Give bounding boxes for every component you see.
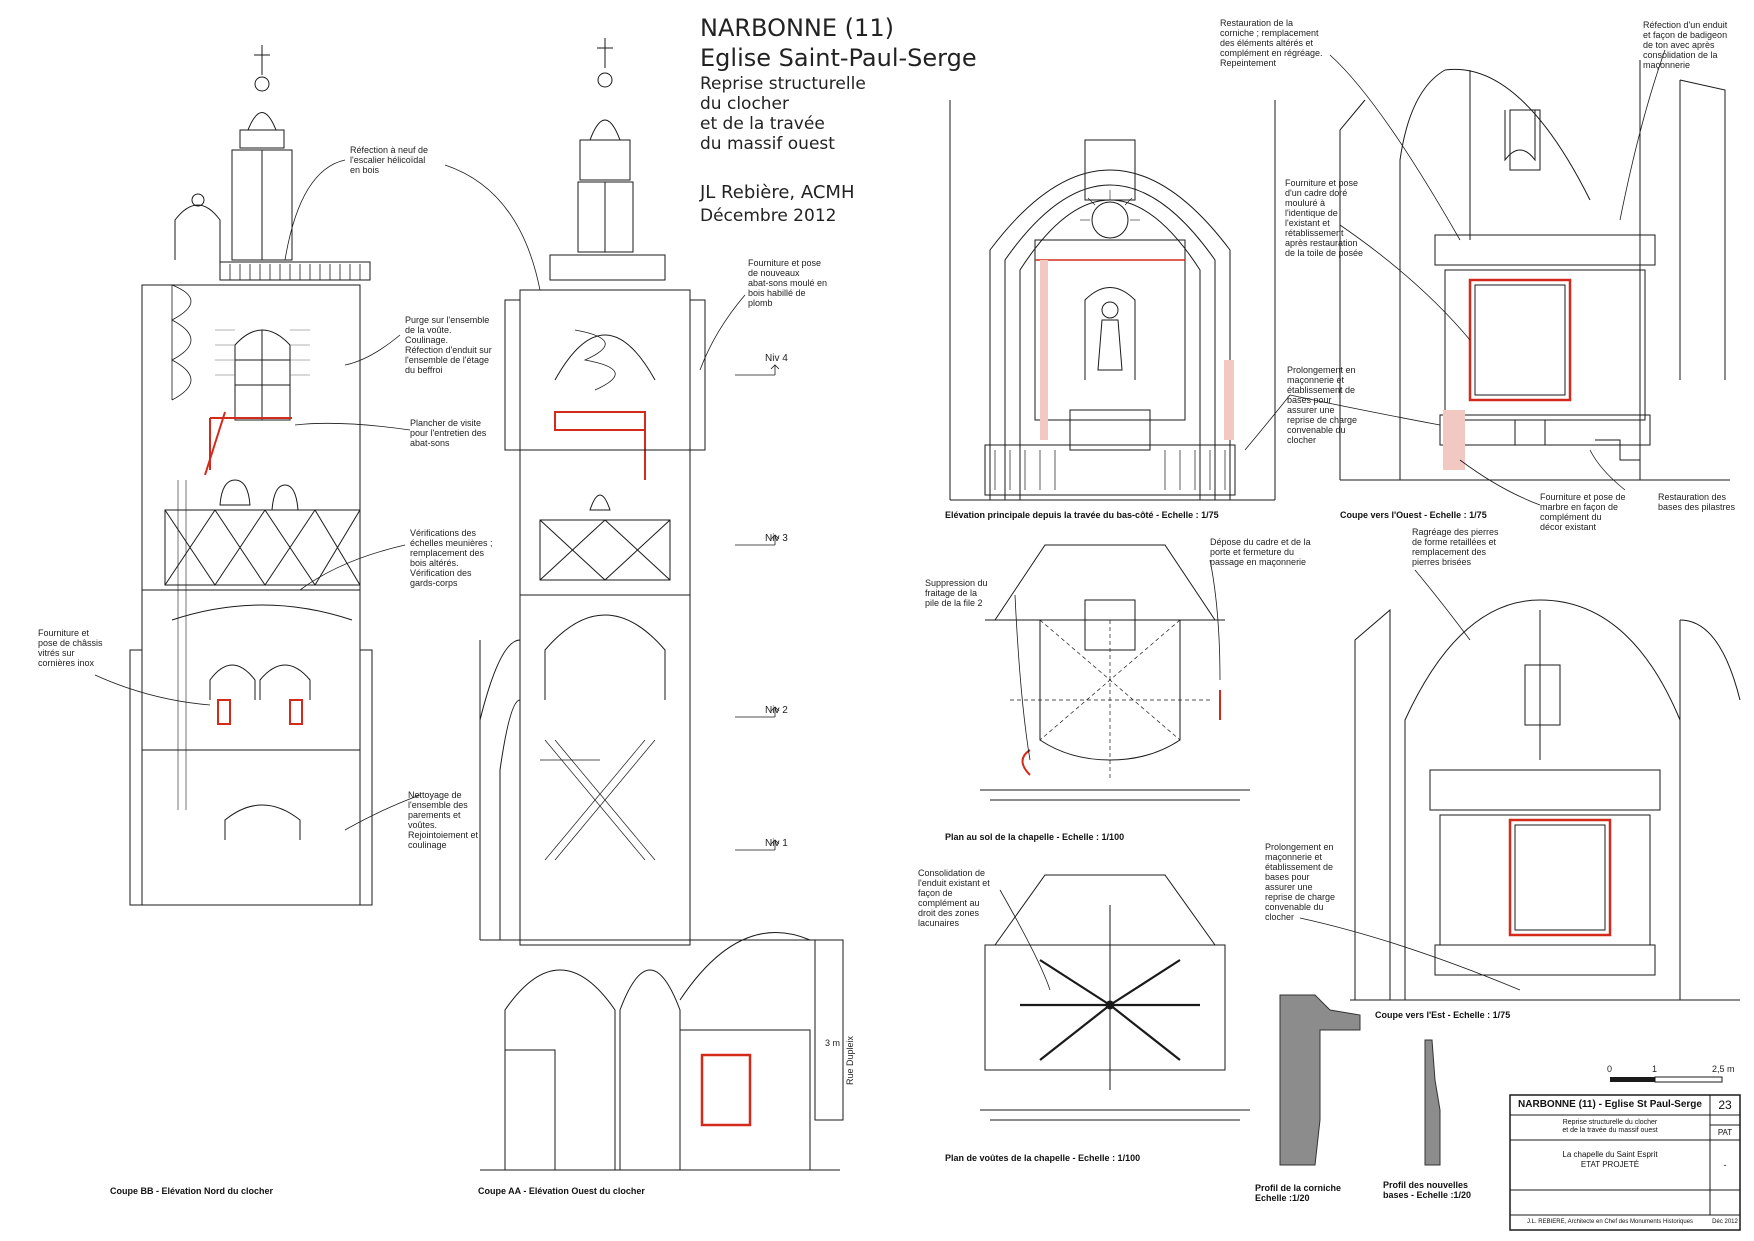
title-block-sheet-number: 23 bbox=[1718, 1098, 1732, 1112]
caption-coupe-aa: Coupe AA - Elévation Ouest du clocher bbox=[478, 1186, 645, 1196]
note-restauration-bases: Restauration des bases des pilastres bbox=[1658, 492, 1736, 512]
caption-elevation-principale: Elévation principale depuis la travée du… bbox=[945, 510, 1219, 520]
level-label-3: Niv 3 bbox=[765, 533, 788, 544]
level-label-1: Niv 1 bbox=[765, 838, 788, 849]
note-enduit-badigeon: Réfection d'un enduit et façon de badige… bbox=[1643, 20, 1728, 70]
note-plancher: Plancher de visite pour l'entretien des … bbox=[410, 418, 487, 448]
street-label: Rue Dupleix bbox=[845, 1035, 855, 1085]
dimension-3m: 3 m bbox=[825, 1038, 841, 1048]
note-escalier: Réfection à neuf de l'escalier hélicoïda… bbox=[350, 145, 429, 175]
base-profile bbox=[1424, 1039, 1441, 1166]
title-block-architect: J.L. REBIERE, Architecte en Chef des Mon… bbox=[1526, 1219, 1694, 1225]
caption-plan-sol: Plan au sol de la chapelle - Echelle : 1… bbox=[945, 832, 1125, 842]
level-label-4: Niv 4 bbox=[765, 353, 788, 364]
note-abat-sons: Fourniture et pose de nouveaux abat-sons… bbox=[748, 258, 828, 308]
note-consolidation: Consolidation de l'enduit existant et fa… bbox=[918, 868, 990, 928]
note-verifications: Vérifications des échelles meunières ; r… bbox=[410, 528, 493, 588]
caption-coupe-ouest: Coupe vers l'Ouest - Echelle : 1/75 bbox=[1340, 510, 1487, 520]
scale-bar bbox=[1610, 1076, 1723, 1083]
note-prolongement-est: Prolongement en maçonnerie et établissem… bbox=[1265, 842, 1336, 922]
drawing-author: JL Rebière, ACMH bbox=[700, 182, 855, 203]
cornice-profile bbox=[1279, 994, 1361, 1166]
caption-plan-voutes: Plan de voûtes de la chapelle - Echelle … bbox=[945, 1153, 1141, 1163]
scale-label-1: 1 bbox=[1652, 1064, 1658, 1074]
title-block-scale-mark: - bbox=[1723, 1160, 1727, 1170]
scale-label-2-5m: 2,5 m bbox=[1712, 1064, 1735, 1074]
note-purge: Purge sur l'ensemble de la voûte. Coulin… bbox=[405, 315, 492, 375]
note-nettoyage: Nettoyage de l'ensemble des parements et… bbox=[408, 790, 479, 850]
caption-coupe-bb: Coupe BB - Elévation Nord du clocher bbox=[110, 1186, 274, 1196]
drawing-title-town: NARBONNE (11) bbox=[700, 14, 894, 42]
title-block-sheet-title: La chapelle du Saint Esprit ETAT PROJETÉ bbox=[1562, 1150, 1658, 1169]
note-suppression: Suppression du fraitage de la pile de la… bbox=[925, 578, 988, 608]
chapel-vault-plan bbox=[980, 874, 1250, 1121]
chapel-west-section bbox=[1339, 60, 1730, 481]
drawing-date: Décembre 2012 bbox=[700, 206, 837, 226]
title-block-phase-code: PAT bbox=[1717, 1128, 1733, 1137]
chapel-main-elevation bbox=[949, 100, 1276, 501]
note-depose-cadre: Dépose du cadre et de la porte et fermet… bbox=[1210, 537, 1311, 567]
chapel-floor-plan bbox=[980, 544, 1250, 801]
note-prolongement-ouest: Prolongement en maçonnerie et établissem… bbox=[1287, 365, 1358, 445]
title-block-subject: Reprise structurelle du clocher et de la… bbox=[1562, 1119, 1658, 1134]
tower-section-bb bbox=[129, 45, 373, 906]
scale-label-0: 0 bbox=[1607, 1064, 1613, 1074]
drawing-title-church: Eglise Saint-Paul-Serge bbox=[700, 44, 977, 72]
tower-section-aa bbox=[479, 38, 844, 1171]
note-cadre-dore: Fourniture et pose d'un cadre doré moulu… bbox=[1285, 178, 1364, 258]
caption-coupe-est: Coupe vers l'Est - Echelle : 1/75 bbox=[1375, 1010, 1511, 1020]
annotation-leaders bbox=[94, 49, 1666, 991]
level-label-2: Niv 2 bbox=[765, 705, 788, 716]
caption-profil-corniche: Profil de la corniche Echelle :1/20 bbox=[1255, 1183, 1342, 1203]
level-markers bbox=[735, 364, 780, 851]
note-chassis: Fourniture et pose de châssis vitrés sur… bbox=[38, 628, 103, 668]
title-block-date: Déc 2012 bbox=[1712, 1219, 1738, 1225]
caption-profil-bases: Profil des nouvelles bases - Echelle :1/… bbox=[1383, 1180, 1472, 1200]
note-marbre: Fourniture et pose de marbre en façon de… bbox=[1540, 492, 1626, 532]
note-corniche: Restauration de la corniche ; remplaceme… bbox=[1220, 18, 1323, 68]
title-block-project: NARBONNE (11) - Eglise St Paul-Serge bbox=[1518, 1099, 1702, 1110]
chapel-east-section bbox=[1350, 599, 1741, 1001]
drawing-subtitle: Reprise structurelle du clocher et de la… bbox=[700, 74, 866, 154]
title-block bbox=[1509, 1094, 1741, 1231]
note-ragreage: Ragréage des pierres de forme retaillées… bbox=[1412, 527, 1499, 567]
